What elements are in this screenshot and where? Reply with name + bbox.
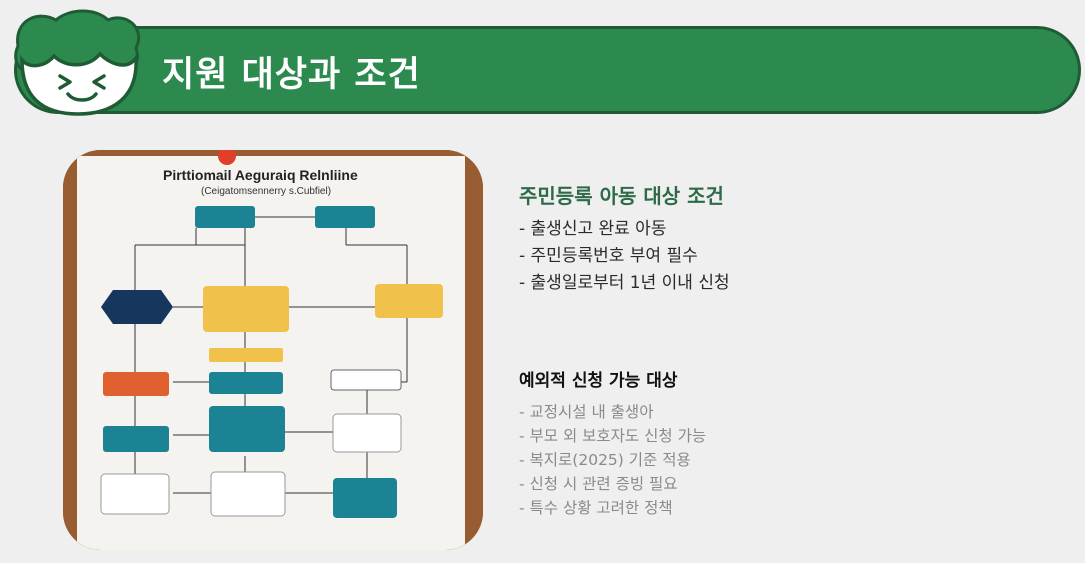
list-item: - 부모 외 보호자도 신청 가능 (519, 427, 707, 445)
list-item: - 출생일로부터 1년 이내 신청 (519, 273, 730, 293)
section-title-exceptions: 예외적 신청 가능 대상 (519, 371, 678, 391)
photo-title: Pirttiomail Aeguraiq Relnliine (163, 167, 358, 183)
header-banner (14, 26, 1081, 114)
page-title: 지원 대상과 조건 (162, 55, 421, 95)
list-item: - 출생신고 완료 아동 (519, 219, 667, 239)
list-item: - 복지로(2025) 기준 적용 (519, 451, 691, 469)
photo-subtitle: (Ceigatomsennerry s.Cubfiel) (201, 186, 331, 197)
section-title-resident-conditions: 주민등록 아동 대상 조건 (519, 184, 724, 208)
resident-conditions-list: - 출생신고 완료 아동 - 주민등록번호 부여 필수 - 출생일로부터 1년 … (519, 216, 730, 297)
flowchart-photo: Pirttiomail Aeguraiq Relnliine (Ceigatom… (63, 150, 483, 550)
pin-icon (218, 150, 236, 165)
mascot-face-icon (14, 9, 141, 116)
list-item: - 교정시설 내 출생아 (519, 403, 654, 421)
exceptions-list: - 교정시설 내 출생아 - 부모 외 보호자도 신청 가능 - 복지로(202… (519, 400, 706, 520)
list-item: - 특수 상황 고려한 정책 (519, 499, 673, 517)
list-item: - 주민등록번호 부여 필수 (519, 246, 698, 266)
list-item: - 신청 시 관련 증빙 필요 (519, 475, 678, 493)
